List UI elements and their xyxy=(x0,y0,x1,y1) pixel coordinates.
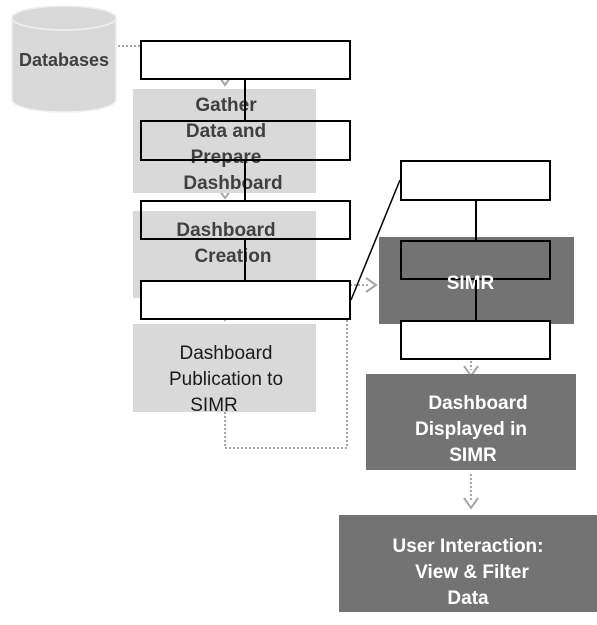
creation-line-1: Dashboard xyxy=(176,220,276,241)
displayed-step xyxy=(366,374,576,470)
outline-box-5 xyxy=(400,160,551,201)
database-label: Databases xyxy=(18,50,110,70)
outline-box-6 xyxy=(400,240,551,280)
displayed-line-3: SIMR xyxy=(449,445,497,466)
gather-line-1: Gather xyxy=(195,95,257,116)
creation-line-2: Creation xyxy=(194,246,272,267)
gather-line-3: Prepare xyxy=(190,147,262,168)
interaction-step xyxy=(339,515,597,612)
publication-step xyxy=(133,324,316,412)
displayed-arrowhead xyxy=(463,497,479,510)
publication-step-label: Dashboard Publication to SIMR xyxy=(133,341,319,419)
displayed-step-label: Dashboard Displayed in SIMR xyxy=(366,391,576,469)
displayed-line-2: Displayed in xyxy=(415,419,527,440)
outline-box-7 xyxy=(400,320,551,360)
publication-arrowhead xyxy=(365,277,378,293)
creation-step-label: Dashboard Creation xyxy=(133,218,319,270)
outline-box-1 xyxy=(140,40,351,80)
publication-line-1: Dashboard xyxy=(179,343,273,364)
outline-box-2 xyxy=(140,120,351,161)
interaction-line-3: Data xyxy=(447,588,489,609)
cross-stack-line xyxy=(350,179,401,301)
displayed-line-1: Dashboard xyxy=(428,393,528,414)
outline-box-3 xyxy=(140,200,351,240)
gather-line-2: Data and xyxy=(185,121,267,142)
interaction-step-label: User Interaction: View & Filter Data xyxy=(339,534,597,612)
publication-line-3: SIMR xyxy=(190,395,238,416)
gather-step xyxy=(133,89,316,193)
gather-step-label: Gather Data and Prepare Dashboard xyxy=(133,93,319,197)
gather-line-4: Dashboard xyxy=(183,173,283,194)
outline-box-4 xyxy=(140,280,351,320)
simr-step-label: SIMR xyxy=(446,273,495,294)
interaction-line-1: User Interaction: xyxy=(392,536,544,557)
publication-connector xyxy=(224,284,370,449)
publication-line-2: Publication to xyxy=(168,369,284,390)
interaction-line-2: View & Filter xyxy=(415,562,529,583)
